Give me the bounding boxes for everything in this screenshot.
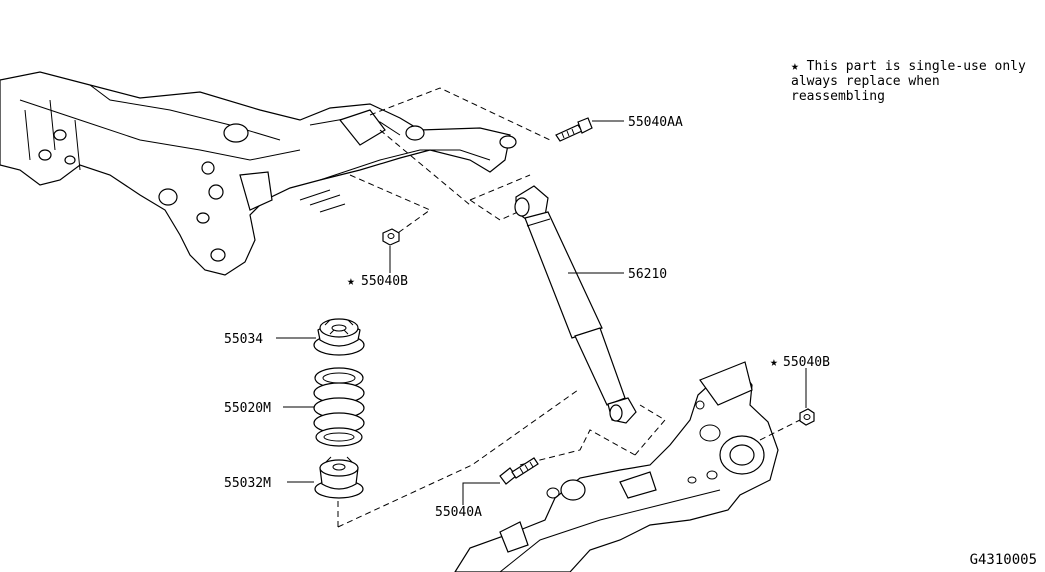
shock-absorber [514,185,637,424]
note-line-2: always replace when [791,74,940,89]
label-55040A: 55040A [435,505,482,520]
label-55040B-upper: 55040B [361,274,408,289]
rear-axle-knuckle [454,361,779,572]
label-star-lower-nut: ★ [770,355,778,370]
lower-bolt [499,457,539,485]
label-55020M: 55020M [224,401,271,416]
label-55040AA: 55040AA [628,115,683,130]
upper-nut [382,228,400,246]
lower-nut [799,408,815,426]
single-use-note: ★ This part is single-use only always re… [791,59,1026,104]
note-line-3: reassembling [791,89,885,104]
diagram-code: G4310005 [969,552,1037,568]
upper-spring-seat [313,318,365,356]
label-55032M: 55032M [224,476,271,491]
upper-bolt [555,117,593,142]
suspension-member [0,71,517,276]
note-line-1: This part is single-use only [806,59,1026,74]
star-icon: ★ [791,59,799,74]
label-55040B-lower: 55040B [783,355,830,370]
label-star-upper-nut: ★ [347,274,355,289]
label-56210: 56210 [628,267,667,282]
coil-spring [313,367,365,447]
label-55034: 55034 [224,332,263,347]
lower-spring-seat [314,456,364,499]
